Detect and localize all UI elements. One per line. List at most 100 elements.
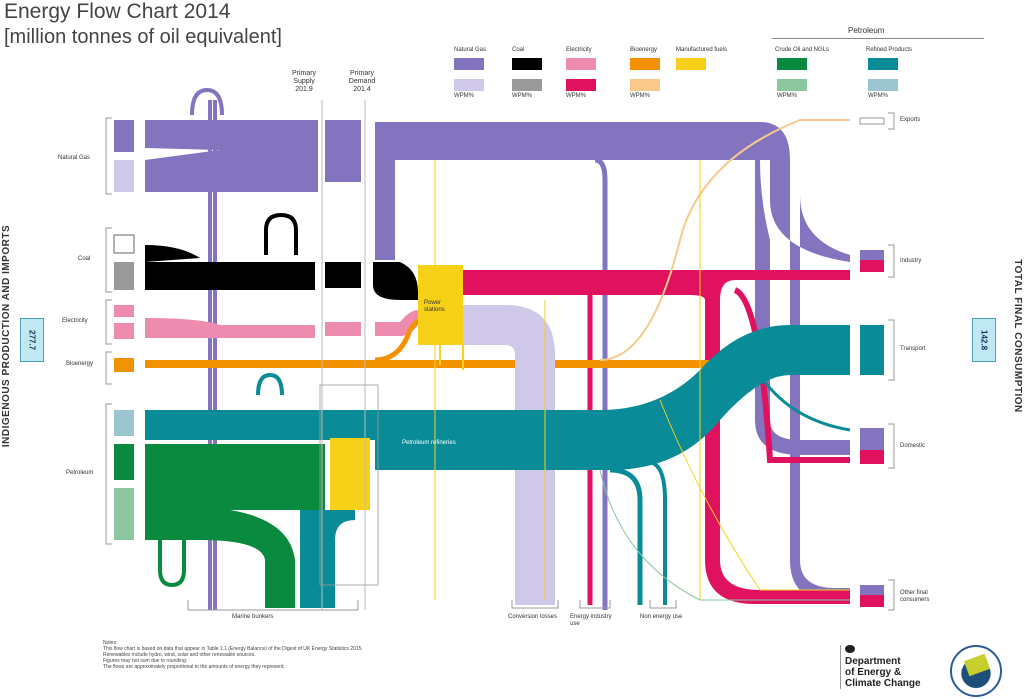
chart-title: Energy Flow Chart 2014 [4,0,231,23]
flow-gas-domestic [755,160,850,455]
right-total-badge: 142.8 [972,318,996,362]
source-box-bioenergy [114,358,134,372]
legend-label-manufactured-fuels: Manufactured fuels [676,47,728,53]
legend-swatch-bioenergy [630,58,660,70]
source-label-coal: Coal [78,256,91,262]
legend-label-electricity: Electricity [566,47,592,53]
label-conversion-losses: Conversion losses [508,614,558,620]
source-box-crude-imports [114,488,134,540]
sink-label-industry: Industry [900,258,922,264]
bracket-natural-gas [105,117,112,195]
flow-conversion-losses [463,305,555,605]
source-box-gas-production [114,120,134,152]
sink-box-domestic-electricity [860,450,884,464]
legend-petroleum-label: Petroleum [848,26,885,35]
bracket-petroleum [105,403,112,545]
legend-swatch-electricity-alt [566,79,596,91]
flow-coal-supply [145,262,315,290]
source-box-refined-imports [114,410,134,436]
flow-crude-loop [158,540,186,588]
footnotes: Notes: This flow chart is based on data … [103,640,423,670]
flow-gas-power [375,160,395,260]
legend-divider [772,38,984,39]
sink-label-other: Other final consumers [900,590,930,603]
chart-subtitle: [million tonnes of oil equivalent] [4,26,282,48]
label-power-stations: Power stations [424,300,445,313]
source-label-bioenergy: Bioenergy [66,361,94,367]
department-line: Department [845,656,901,667]
label-petroleum-refineries: Petroleum refineries [402,440,456,446]
legend-label-coal: Coal [512,47,525,53]
flow-refined-non-energy [609,467,643,605]
primary-demand-value: 201.4 [353,86,371,93]
footnote: The flows are approximately proportional… [103,664,285,670]
flow-gas-energy-industry [594,157,608,610]
footnote: This flow chart is based on data that ap… [103,646,363,652]
node-gas-demand [325,120,361,182]
footnote: Figures may not sum due to rounding. [103,658,188,664]
flow-crude-oil [145,444,325,608]
label-energy-industry: Energy industry use [570,614,612,627]
sink-box-domestic-gas [860,428,884,450]
primary-supply: Primary Supply 201.9 [282,70,326,94]
flow-coal-power [373,262,418,300]
sink-label-exports: Exports [900,117,921,123]
source-box-electricity [114,305,134,317]
node-coal-demand [325,262,361,288]
legend-label-bioenergy: Bioenergy [630,47,658,53]
source-box-gas-imports [114,160,134,192]
node-manufactured-fuels [418,265,463,345]
legend-note-refined-products: WPM% [868,93,888,99]
department-line: of Energy & [845,667,902,678]
sink-box-transport [860,325,884,375]
legend-swatch-natural-gas-alt [454,79,484,91]
primary-supply-value: 201.9 [295,86,313,93]
footnote: Renewables include hydro, wind, solar an… [103,652,256,658]
legend-swatch-natural-gas [454,58,484,70]
flow-coal-loop [264,212,298,255]
node-petroleum-refineries [330,438,370,510]
sink-box-other-gas [860,585,884,595]
legend-swatch-bioenergy-alt [630,79,660,91]
legend-swatch-manufactured-fuels [676,58,706,70]
sink-box-other-electricity [860,595,884,607]
flow-refined-exports [300,510,355,608]
bracket-coal [105,227,112,293]
source-label-electricity: Electricity [62,318,88,324]
legend-note-natural-gas: WPM% [454,93,474,99]
sink-label-transport: Transport [900,346,926,352]
primary-supply-label: Primary Supply [291,70,317,85]
flow-gas-loop [190,87,224,116]
sink-box-industry-electricity [860,260,884,272]
legend-note-crude-oil: WPM% [777,93,797,99]
legend-swatch-coal-alt [512,79,542,91]
legend-swatch-electricity [566,58,596,70]
label-bunkers: Marine bunkers [232,614,274,620]
sink-box-industry-gas [860,250,884,260]
legend-swatch-coal [512,58,542,70]
bracket-bioenergy [105,351,112,385]
legend-label-refined-products: Refined Products [866,47,913,53]
department-logo: Department of Energy & Climate Change [840,645,921,689]
legend-swatch-refined-products [868,58,898,70]
source-box-electricity-imports [114,323,134,339]
legend-swatch-crude-oil [777,58,807,70]
source-box-coal-imports [114,262,134,290]
flow-refined-loop [256,372,284,396]
bracket-electricity [105,299,112,345]
sink-label-domestic: Domestic [900,443,926,449]
flow-bioenergy-exports [599,119,850,361]
label-non-energy: Non energy use [640,614,683,620]
source-box-crude-production [114,444,134,480]
node-electricity-demand [325,322,361,336]
legend-label-natural-gas: Natural Gas [454,47,487,53]
primary-demand: Primary Demand 201.4 [340,70,384,94]
source-box-coal-production [113,234,135,254]
legend-label-crude-oil: Crude Oil and NGLs [775,47,830,53]
legend-swatch-crude-oil-alt [777,79,807,91]
flow-electricity-supply [145,318,315,338]
crest-icon [845,645,855,653]
legend-note-bioenergy: WPM% [630,93,650,99]
footnote: Notes: [103,640,118,646]
